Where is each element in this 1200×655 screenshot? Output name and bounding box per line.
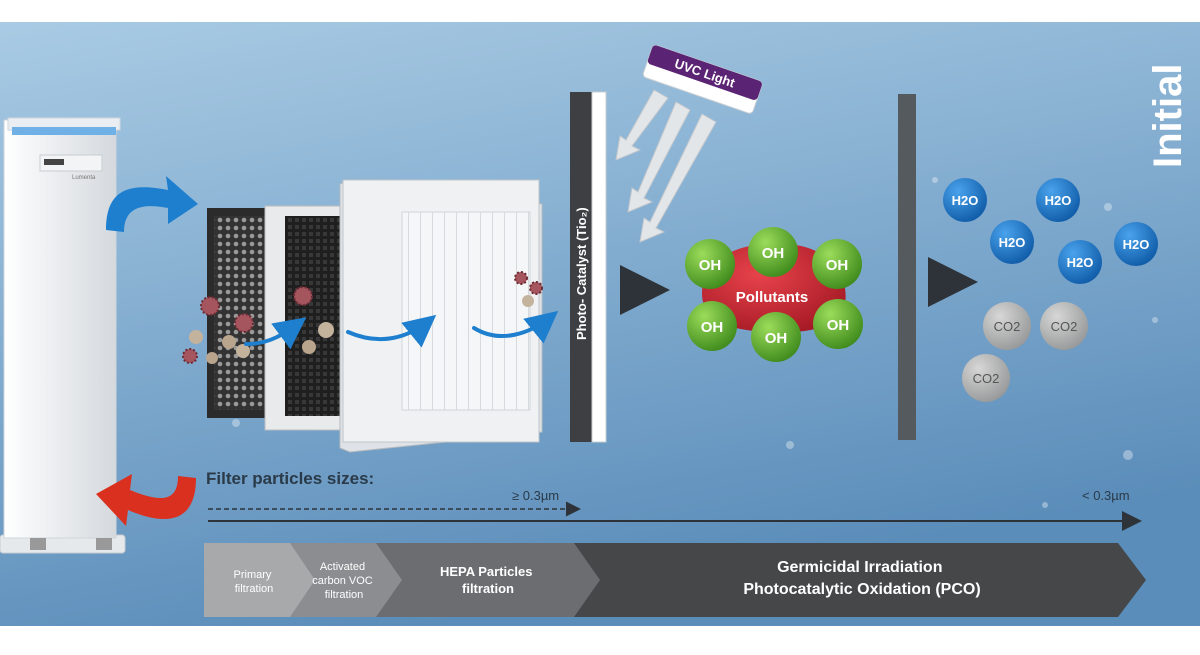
size-label-large: ≥ 0.3µm [512,488,559,503]
oh-molecule: OH [687,301,737,351]
stage-carbon-label: Activated carbon VOC filtration [312,561,376,601]
photocatalyst-plate: Photo- Catalyst (Tio₂) [570,91,607,443]
stage-carbon [285,543,402,617]
co2-molecule: CO2 [1040,302,1088,350]
h2o-molecule: H2O [1114,222,1158,266]
dust-particles [182,271,543,364]
return-arrow-icon [96,474,196,526]
stage-primary [204,543,315,617]
svg-text:CO2: CO2 [973,371,1000,386]
device-label: Lumenta [72,175,96,181]
svg-text:CO2: CO2 [1051,319,1078,334]
oh-molecule: OH [748,227,798,277]
svg-text:CO2: CO2 [994,319,1021,334]
svg-text:OH: OH [699,257,722,274]
hepa-filter [339,179,543,453]
h2o-molecule: H2O [1036,178,1080,222]
svg-text:H2O: H2O [1045,193,1072,208]
stage-hepa [370,543,600,617]
stage-bar: Primary filtration Activated carbon VOC … [204,543,1146,617]
svg-text:H2O: H2O [1123,237,1150,252]
bokeh-dots [232,177,1158,508]
svg-text:OH: OH [826,257,849,274]
pollutant-blob [702,243,846,333]
inflow-arrow-icon [106,176,198,232]
stage-primary-label: Primary filtration [234,569,275,595]
oh-pollutant-cluster: Pollutants OH OH OH OH OH OH [685,227,863,362]
stage-hepa-label: HEPA Particles filtration [440,564,536,596]
co2-molecule: CO2 [983,302,1031,350]
svg-text:H2O: H2O [1067,255,1094,270]
uvc-rays [615,89,717,243]
brand-logo: Initial [1146,64,1190,168]
svg-text:OH: OH [762,245,785,262]
co2-molecule: CO2 [962,354,1010,402]
air-purifier-device: Lumenta [0,117,126,554]
h2o-molecules: H2O H2O H2O H2O H2O [943,178,1158,284]
photocatalyst-label: Photo- Catalyst (Tio₂) [574,207,589,340]
svg-text:H2O: H2O [952,193,979,208]
h2o-molecule: H2O [1058,240,1102,284]
oh-molecule: OH [751,312,801,362]
oh-molecule: OH [685,239,735,289]
stage-pco-label: Germicidal Irradiation Photocatalytic Ox… [743,559,980,598]
pollutants-label: Pollutants [736,289,809,306]
process-arrows [620,257,978,315]
top-margin [0,0,1200,22]
co2-molecules: CO2 CO2 CO2 [962,302,1088,402]
oh-molecule: OH [812,239,862,289]
bottom-margin [0,626,1200,650]
stage-pco [568,543,1146,617]
svg-text:H2O: H2O [999,235,1026,250]
oh-molecule: OH [813,299,863,349]
svg-text:OH: OH [765,330,788,347]
particle-sizes-title: Filter particles sizes: [206,469,374,488]
svg-text:OH: OH [701,319,724,336]
h2o-molecule: H2O [990,220,1034,264]
size-label-small: < 0.3µm [1082,488,1130,503]
uvc-light-lamp: UVC Light [642,44,763,114]
h2o-molecule: H2O [943,178,987,222]
svg-text:OH: OH [827,317,850,334]
output-plate [898,94,916,440]
flow-arrows [244,310,559,350]
